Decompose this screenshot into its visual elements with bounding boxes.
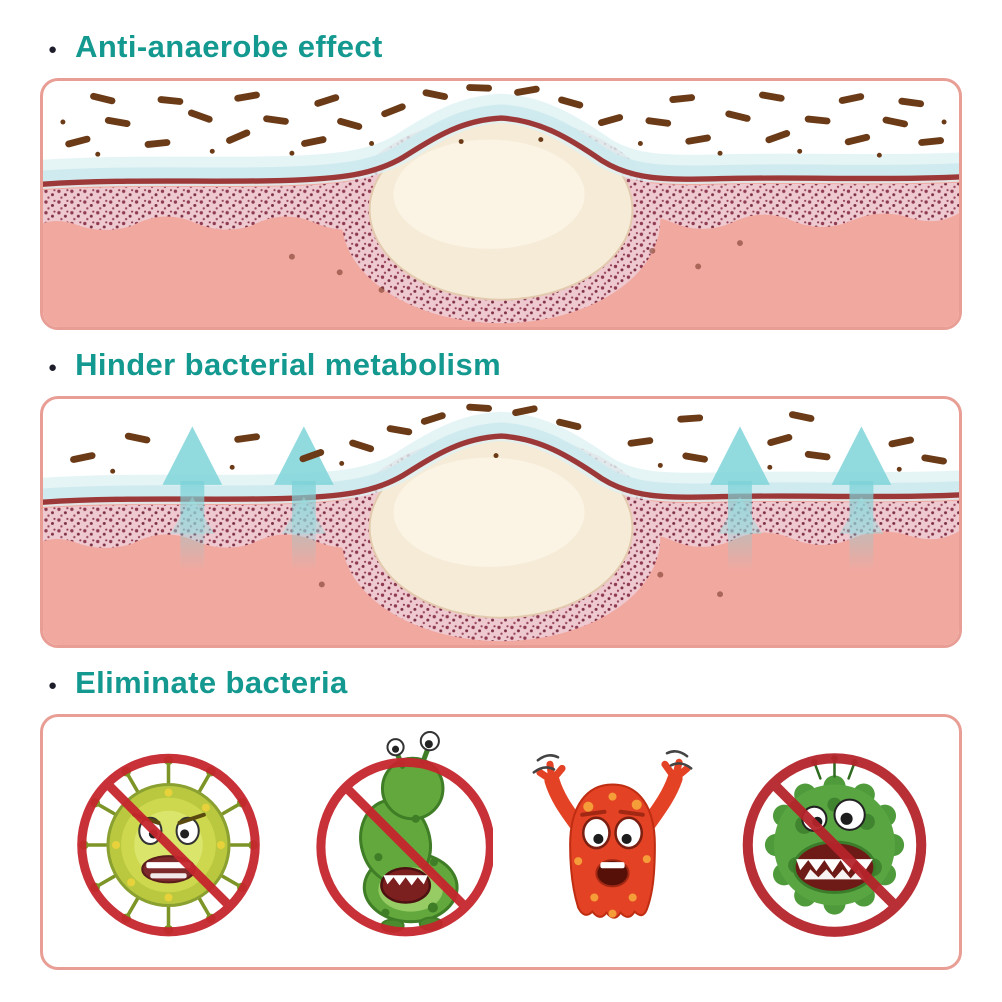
release-arrow [710, 426, 770, 571]
red-scared-germ-icon [532, 750, 692, 919]
anaerobic-bacteria-rods [70, 403, 947, 465]
bacteria-dots [110, 453, 902, 474]
cyst-highlight [393, 139, 585, 249]
section-eliminate-bacteria: ● Eliminate bacteria [40, 664, 962, 970]
bullet-dot-icon: ● [48, 676, 58, 694]
section-anti-anaerobe: ● Anti-anaerobe effect [40, 28, 962, 330]
section-heading-eliminate-bacteria: ● Eliminate bacteria [48, 664, 962, 702]
prohibition-sign-icon [742, 753, 926, 937]
anaerobic-bacteria-rods [65, 84, 945, 148]
section-heading-anti-anaerobe: ● Anti-anaerobe effect [48, 28, 962, 66]
release-arrow [831, 426, 892, 571]
green-worm-germ-icon [315, 731, 493, 937]
skin-surface-line [43, 115, 959, 187]
cyst-highlight [393, 457, 585, 567]
anti-anaerobe-panel [40, 78, 962, 330]
motion-marks [532, 750, 692, 774]
section-title: Eliminate bacteria [75, 665, 348, 700]
mucus-layer-inner [43, 422, 959, 505]
release-arrows [162, 426, 892, 571]
section-title: Hinder bacterial metabolism [75, 347, 502, 382]
red-scared-germ [532, 750, 692, 919]
skin-cross-section-illustration [43, 84, 959, 327]
eliminate-bacteria-panel [40, 714, 962, 970]
spiky-round-germ-icon [76, 753, 260, 937]
bullet-dot-icon: ● [48, 40, 58, 58]
section-hinder-metabolism: ● Hinder bacterial metabolism [40, 346, 962, 648]
tissue-dots [318, 571, 724, 598]
bacteria-dots [60, 119, 947, 158]
skin-surface-line [43, 433, 959, 505]
release-arrow [162, 426, 223, 571]
section-title: Anti-anaerobe effect [75, 29, 383, 64]
prohibition-sign-icon [315, 757, 493, 937]
skin-cross-section-with-arrows-illustration [43, 403, 959, 645]
green-fuzzy-germ-icon [742, 753, 926, 937]
bullet-dot-icon: ● [48, 358, 58, 376]
hinder-metabolism-panel [40, 396, 962, 648]
tissue-dots [288, 240, 743, 293]
section-heading-hinder-metabolism: ● Hinder bacterial metabolism [48, 346, 962, 384]
mucus-layer-inner [43, 104, 959, 187]
prohibition-sign-icon [76, 753, 260, 937]
